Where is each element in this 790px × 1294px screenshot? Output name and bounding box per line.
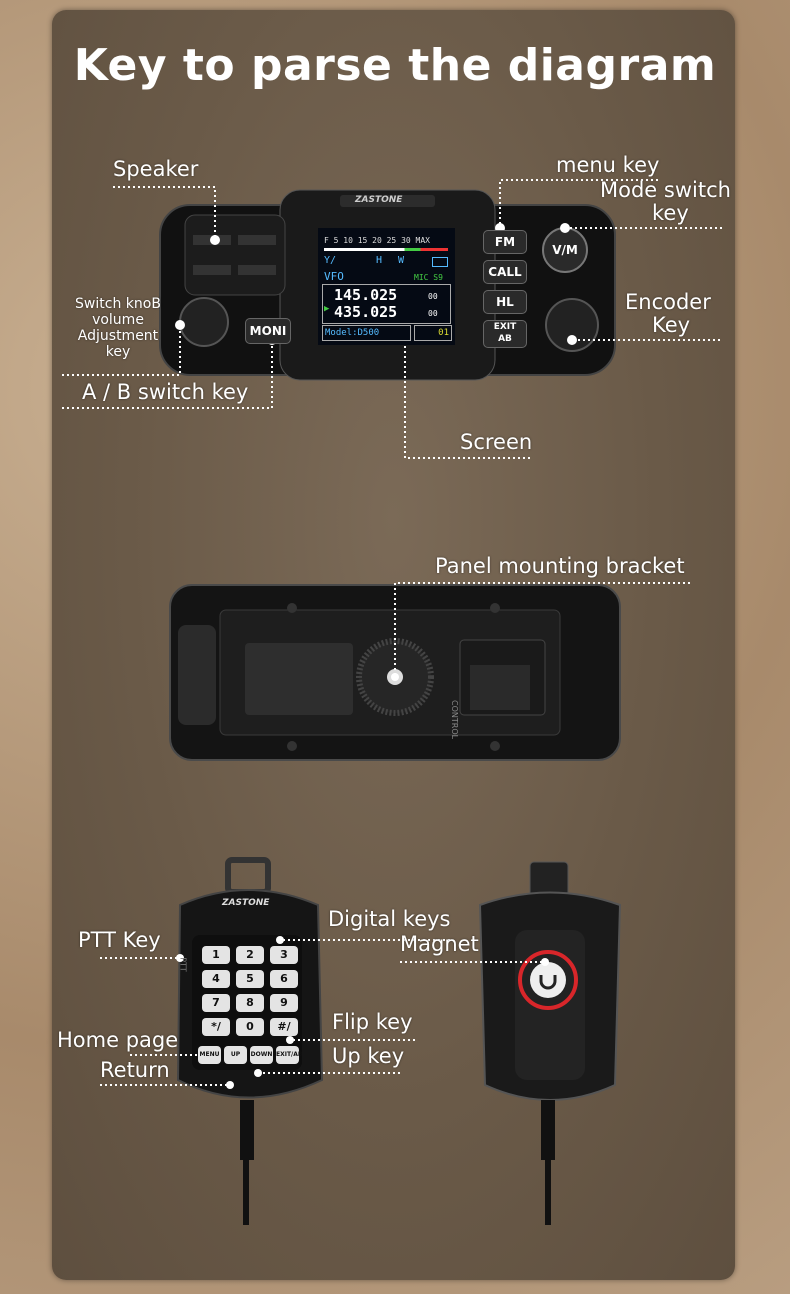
label-flip-key: Flip key [332, 1010, 413, 1034]
label-volume-knob: Switch knoB volume Adjustment key [58, 296, 178, 360]
bracket-control-text: CONTROL [450, 700, 459, 740]
label-screen: Screen [460, 430, 533, 454]
label-return: Return [100, 1058, 170, 1082]
ptt-side-label: PTT [178, 957, 188, 972]
mic-key[interactable]: 5 [236, 970, 264, 988]
label-mode-switch: Mode switch [600, 178, 731, 202]
model-label: Model:D500 [322, 325, 411, 341]
label-encoder-key: Key [652, 313, 691, 337]
radio-brand: ZASTONE [355, 195, 403, 205]
microphone-front [176, 857, 324, 1225]
frequency-a-suffix: 00 [428, 292, 438, 301]
mic-key[interactable]: #/ [270, 1018, 298, 1036]
panel-mounting-bracket [169, 584, 621, 761]
leader-lines [62, 179, 722, 1086]
frequency-a: 145.025 [334, 286, 398, 304]
page-title: Key to parse the diagram [73, 40, 717, 91]
mic-function-key[interactable]: MENU [198, 1046, 221, 1064]
label-magnet: Magnet [400, 932, 479, 956]
label-switch-knob: Switch knoB [75, 296, 161, 312]
label-mode-switch-key: key [652, 201, 689, 225]
mic-key[interactable]: 8 [236, 994, 264, 1012]
mic-function-key[interactable]: UP [224, 1046, 247, 1064]
power-scale: F 5 10 15 20 25 30 MAX [324, 236, 430, 245]
frequency-b-suffix: 00 [428, 309, 438, 318]
mic-key[interactable]: 2 [236, 946, 264, 964]
mic-level: MIC S9 [414, 273, 443, 282]
radio-screen: F 5 10 15 20 25 30 MAX Y/ H W VFO MIC S9… [318, 228, 455, 345]
label-up-key: Up key [332, 1044, 405, 1068]
exit-ab-button[interactable]: EXIT AB [483, 320, 527, 348]
moni-button[interactable]: MONI [245, 318, 291, 344]
mic-function-key[interactable]: EXIT/AB [276, 1046, 302, 1064]
mic-key[interactable]: */ [202, 1018, 230, 1036]
label-digital-keys: Digital keys [328, 907, 451, 931]
mic-key[interactable]: 3 [270, 946, 298, 964]
mic-key[interactable]: 9 [270, 994, 298, 1012]
mic-key[interactable]: 0 [236, 1018, 264, 1036]
mic-function-key[interactable]: DOWN [250, 1046, 273, 1064]
label-volume: volume [92, 312, 144, 328]
h-indicator: H [376, 255, 383, 266]
active-arrow-icon: ▶ [324, 304, 330, 314]
mic-key[interactable]: 7 [202, 994, 230, 1012]
label-key: key [105, 344, 131, 360]
mic-key[interactable]: 1 [202, 946, 230, 964]
mic-key[interactable]: 4 [202, 970, 230, 988]
label-ptt: PTT Key [78, 928, 161, 952]
vm-button[interactable]: V/M [552, 243, 578, 257]
microphone-back [478, 861, 622, 1225]
label-menu-key: menu key [556, 153, 660, 177]
vfo-label: VFO [324, 270, 344, 283]
mic-brand: ZASTONE [222, 898, 270, 908]
label-encoder: Encoder [625, 290, 711, 314]
call-button[interactable]: CALL [483, 260, 527, 284]
mic-key[interactable]: 6 [270, 970, 298, 988]
label-home-page: Home page [57, 1028, 179, 1052]
fm-button[interactable]: FM [483, 230, 527, 254]
hl-button[interactable]: HL [483, 290, 527, 314]
signal-icon: Y/ [324, 255, 337, 266]
label-ab-switch: A / B switch key [82, 380, 249, 404]
power-bar [324, 248, 448, 251]
w-indicator: W [398, 255, 405, 266]
frequency-b: 435.025 [334, 303, 398, 321]
label-speaker: Speaker [113, 157, 199, 181]
label-bracket: Panel mounting bracket [435, 554, 685, 578]
label-adjustment: Adjustment [77, 328, 159, 344]
channel-number: 01 [414, 325, 452, 341]
exit-label: EXIT [493, 322, 517, 332]
battery-icon [432, 257, 448, 267]
ab-label: AB [498, 334, 512, 344]
